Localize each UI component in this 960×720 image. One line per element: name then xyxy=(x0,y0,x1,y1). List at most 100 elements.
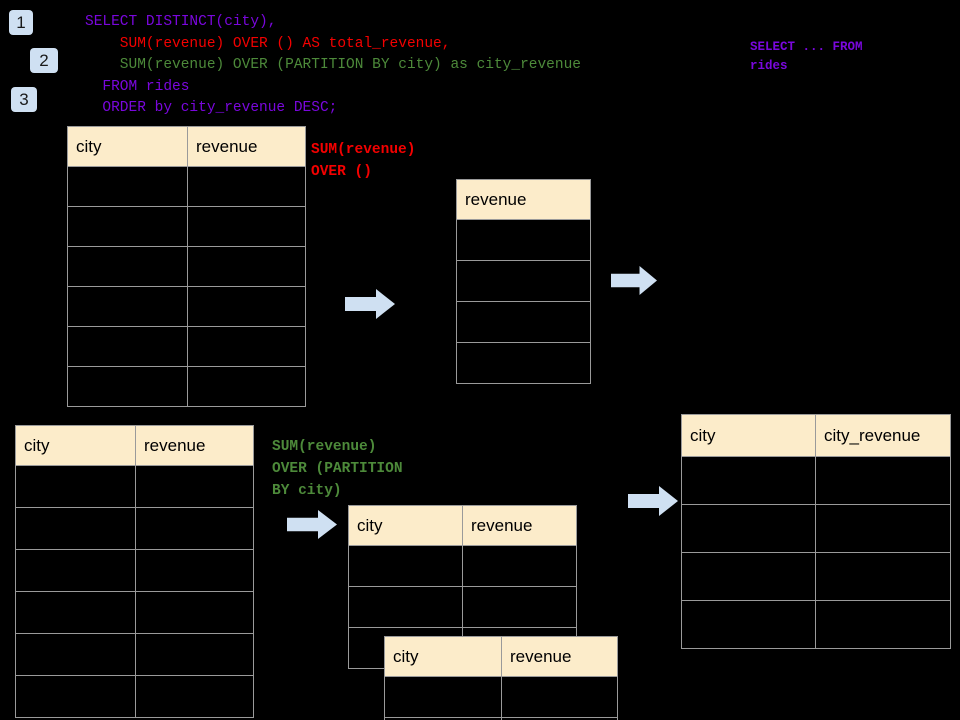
table-row xyxy=(15,591,254,634)
table-cell xyxy=(67,166,188,207)
sql-line-3: SUM(revenue) OVER (PARTITION BY city) as… xyxy=(85,57,581,73)
sql-line-4: FROM rides xyxy=(85,78,190,95)
table-cell xyxy=(15,549,136,592)
table-row xyxy=(681,504,951,553)
table-cell xyxy=(67,246,188,287)
table-row xyxy=(67,206,306,247)
table-cell xyxy=(187,326,306,367)
table-cell xyxy=(135,465,254,508)
table-cell xyxy=(681,504,816,553)
table-row xyxy=(384,676,618,718)
table-row xyxy=(456,260,591,302)
column-header-city_revenue: city_revenue xyxy=(815,414,951,457)
table-cell xyxy=(501,676,618,718)
step-badge-3: 3 xyxy=(11,87,37,112)
table-row xyxy=(15,633,254,676)
table-cell xyxy=(15,675,136,718)
sum-over-partition-label: SUM(revenue) OVER (PARTITION BY city) xyxy=(272,439,403,499)
table-row xyxy=(67,166,306,207)
table-cell xyxy=(67,366,188,407)
table-cell xyxy=(67,326,188,367)
table-cell xyxy=(135,507,254,550)
table-row xyxy=(67,246,306,287)
column-header-city: city xyxy=(384,636,502,677)
table-row xyxy=(67,286,306,327)
table-cell xyxy=(384,676,502,718)
table-cell xyxy=(187,166,306,207)
sql-line-5: ORDER by city_revenue DESC; xyxy=(85,100,338,116)
table-cell xyxy=(187,206,306,247)
table-row xyxy=(456,301,591,343)
table-cell xyxy=(135,549,254,592)
table-row xyxy=(15,507,254,550)
column-header-city: city xyxy=(681,414,816,457)
step-badge-2: 2 xyxy=(30,48,58,73)
sum-over-empty-label: SUM(revenue) OVER () xyxy=(311,142,416,180)
select-from-rides-note: SELECT ... FROM rides xyxy=(750,40,863,73)
sql-query-block: SELECT DISTINCT(city), SUM(revenue) OVER… xyxy=(85,12,581,120)
column-header-revenue: revenue xyxy=(462,505,577,546)
step-badge-1: 1 xyxy=(9,10,33,35)
table-cell xyxy=(135,591,254,634)
table-row xyxy=(681,552,951,601)
table-cell xyxy=(815,600,951,649)
total-revenue-table: revenue xyxy=(456,179,591,384)
column-header-revenue: revenue xyxy=(135,425,254,466)
table-row xyxy=(15,675,254,718)
table-row xyxy=(456,342,591,384)
table-cell xyxy=(135,633,254,676)
table-cell xyxy=(815,552,951,601)
table-cell xyxy=(456,342,591,384)
table-cell xyxy=(15,591,136,634)
column-header-revenue: revenue xyxy=(187,126,306,167)
column-header-city: city xyxy=(67,126,188,167)
table-row xyxy=(681,600,951,649)
column-header-revenue: revenue xyxy=(456,179,591,220)
table-cell xyxy=(462,545,577,587)
table-cell xyxy=(15,507,136,550)
table-row xyxy=(67,366,306,407)
table-cell xyxy=(815,456,951,505)
table-row xyxy=(681,456,951,505)
table-cell xyxy=(501,717,618,720)
table-row xyxy=(348,545,577,587)
table-cell xyxy=(67,206,188,247)
table-cell xyxy=(456,219,591,261)
table-cell xyxy=(15,465,136,508)
table-cell xyxy=(681,600,816,649)
table-row xyxy=(15,549,254,592)
column-header-city: city xyxy=(15,425,136,466)
table-cell xyxy=(187,286,306,327)
table-cell xyxy=(187,246,306,287)
table-row xyxy=(384,717,618,720)
table-cell xyxy=(348,545,463,587)
table-header-row: revenue xyxy=(456,179,591,220)
table-row xyxy=(348,586,577,628)
arrow-source-to-partition xyxy=(287,509,337,540)
table-cell xyxy=(456,301,591,343)
table-cell xyxy=(135,675,254,718)
sql-line-1: SELECT DISTINCT(city), xyxy=(85,14,277,30)
table-row xyxy=(15,465,254,508)
table-cell xyxy=(456,260,591,302)
table-row xyxy=(67,326,306,367)
table-cell xyxy=(187,366,306,407)
column-header-city: city xyxy=(348,505,463,546)
sql-line-2: SUM(revenue) OVER () AS total_revenue, xyxy=(85,35,451,52)
table-cell xyxy=(15,633,136,676)
arrow-source-to-total xyxy=(345,289,395,319)
table-cell xyxy=(348,586,463,628)
arrow-partition-to-result xyxy=(628,486,678,516)
column-header-revenue: revenue xyxy=(501,636,618,677)
table-cell xyxy=(815,504,951,553)
